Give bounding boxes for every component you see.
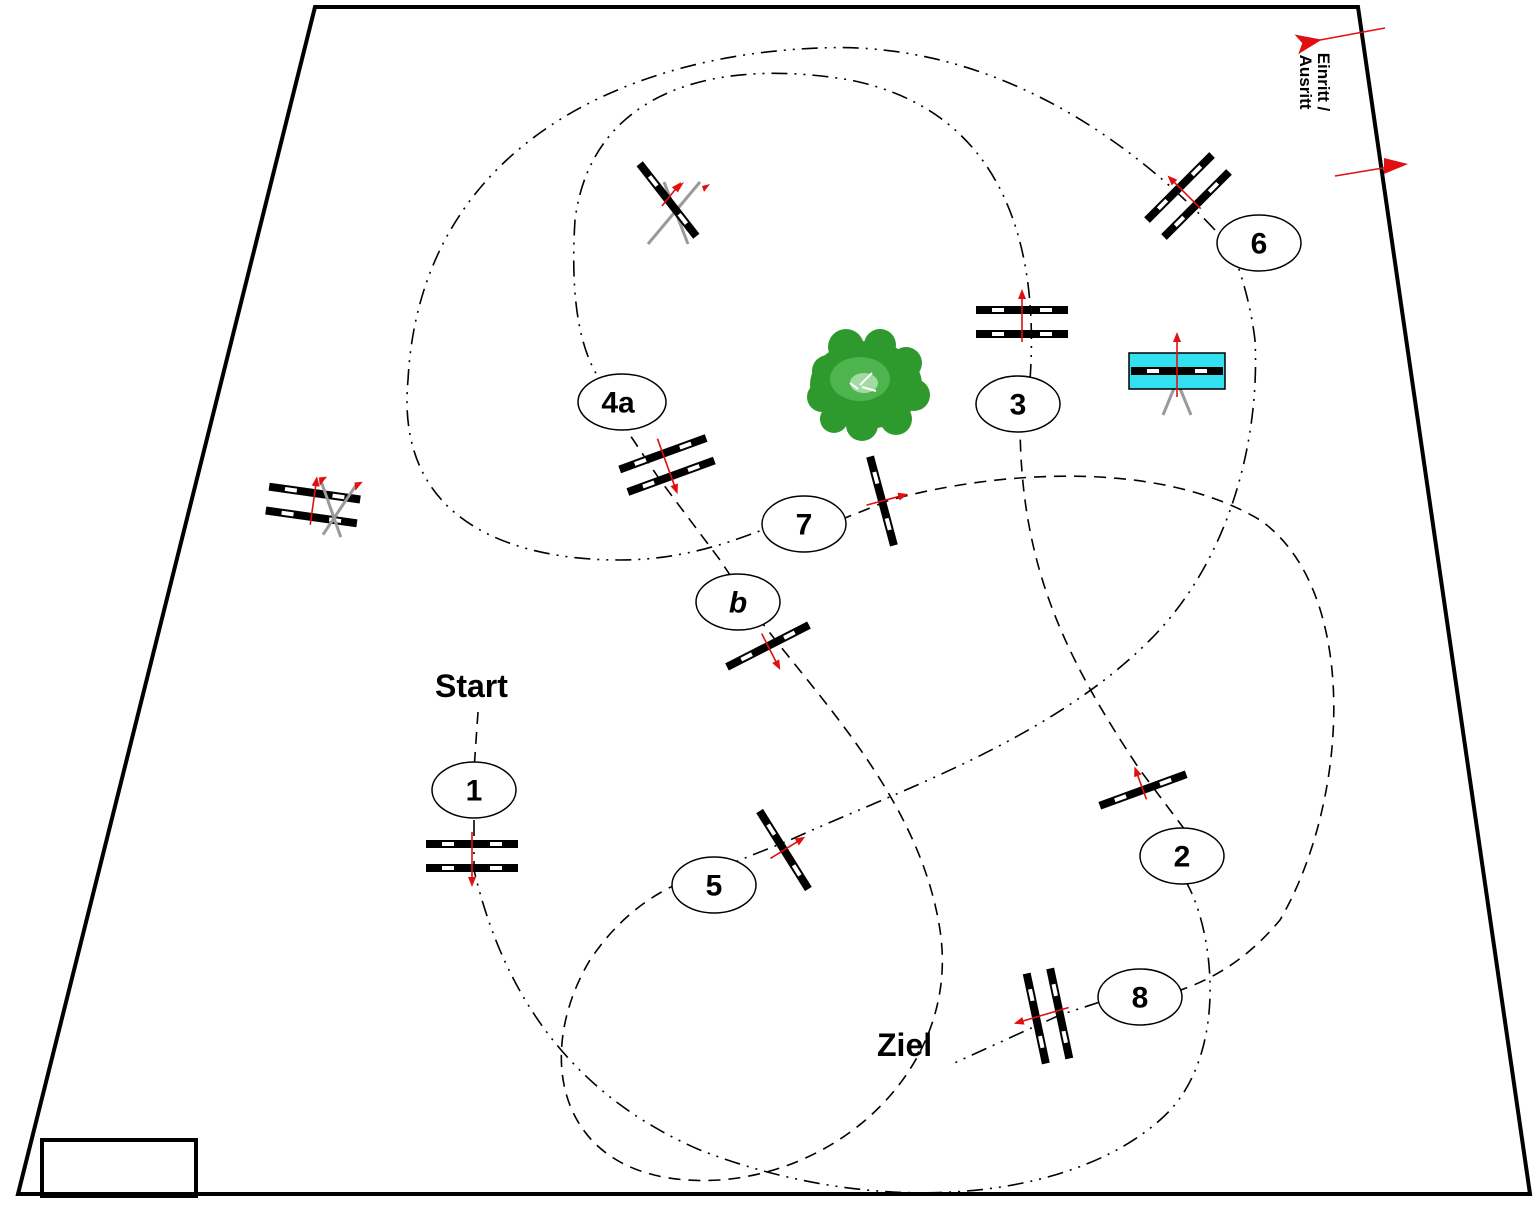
jump-4b: [721, 613, 819, 687]
svg-text:3: 3: [1010, 389, 1027, 422]
number-marker-2: 2: [1139, 827, 1225, 885]
svg-text:2: 2: [1174, 841, 1191, 874]
jump-5: [746, 800, 825, 897]
arena-border: [15, 5, 1533, 1196]
svg-text:7: 7: [796, 509, 813, 542]
spare-jump-top: [637, 161, 710, 245]
svg-text:5: 5: [706, 870, 723, 903]
tree-icon: [807, 329, 930, 441]
jump-1: [426, 832, 518, 887]
jump-2: [1093, 766, 1190, 815]
jump-4a: [614, 423, 719, 505]
start-label: Start: [435, 668, 508, 704]
svg-text:Ausritt: Ausritt: [1296, 55, 1315, 110]
svg-text:b: b: [729, 587, 747, 620]
svg-text:8: 8: [1132, 982, 1149, 1015]
course-route: [406, 46, 1335, 1194]
jump-8: [1013, 966, 1079, 1067]
entrance-arrows: [1294, 27, 1408, 177]
jump-6: [1139, 147, 1234, 242]
number-marker-4a: 4a: [577, 373, 667, 431]
number-marker-6: 6: [1216, 214, 1302, 272]
number-marker-3: 3: [975, 375, 1061, 433]
entrance-label: Einritt / Ausritt: [1296, 53, 1333, 112]
spare-jump-left: [264, 476, 363, 538]
svg-text:Einritt /: Einritt /: [1314, 53, 1333, 112]
number-marker-7: 7: [761, 495, 847, 553]
judge-box: [40, 1138, 198, 1198]
number-marker-b: b: [695, 573, 781, 631]
number-marker-1: 1: [431, 761, 517, 819]
svg-text:1: 1: [466, 775, 483, 808]
svg-text:6: 6: [1251, 228, 1268, 261]
finish-label: Ziel: [877, 1027, 932, 1063]
number-marker-8: 8: [1097, 968, 1183, 1026]
water-jump-icon: [1128, 332, 1226, 416]
number-marker-5: 5: [671, 856, 757, 914]
jump-3: [976, 289, 1068, 342]
jump-7: [855, 451, 909, 550]
svg-text:4a: 4a: [601, 387, 635, 420]
